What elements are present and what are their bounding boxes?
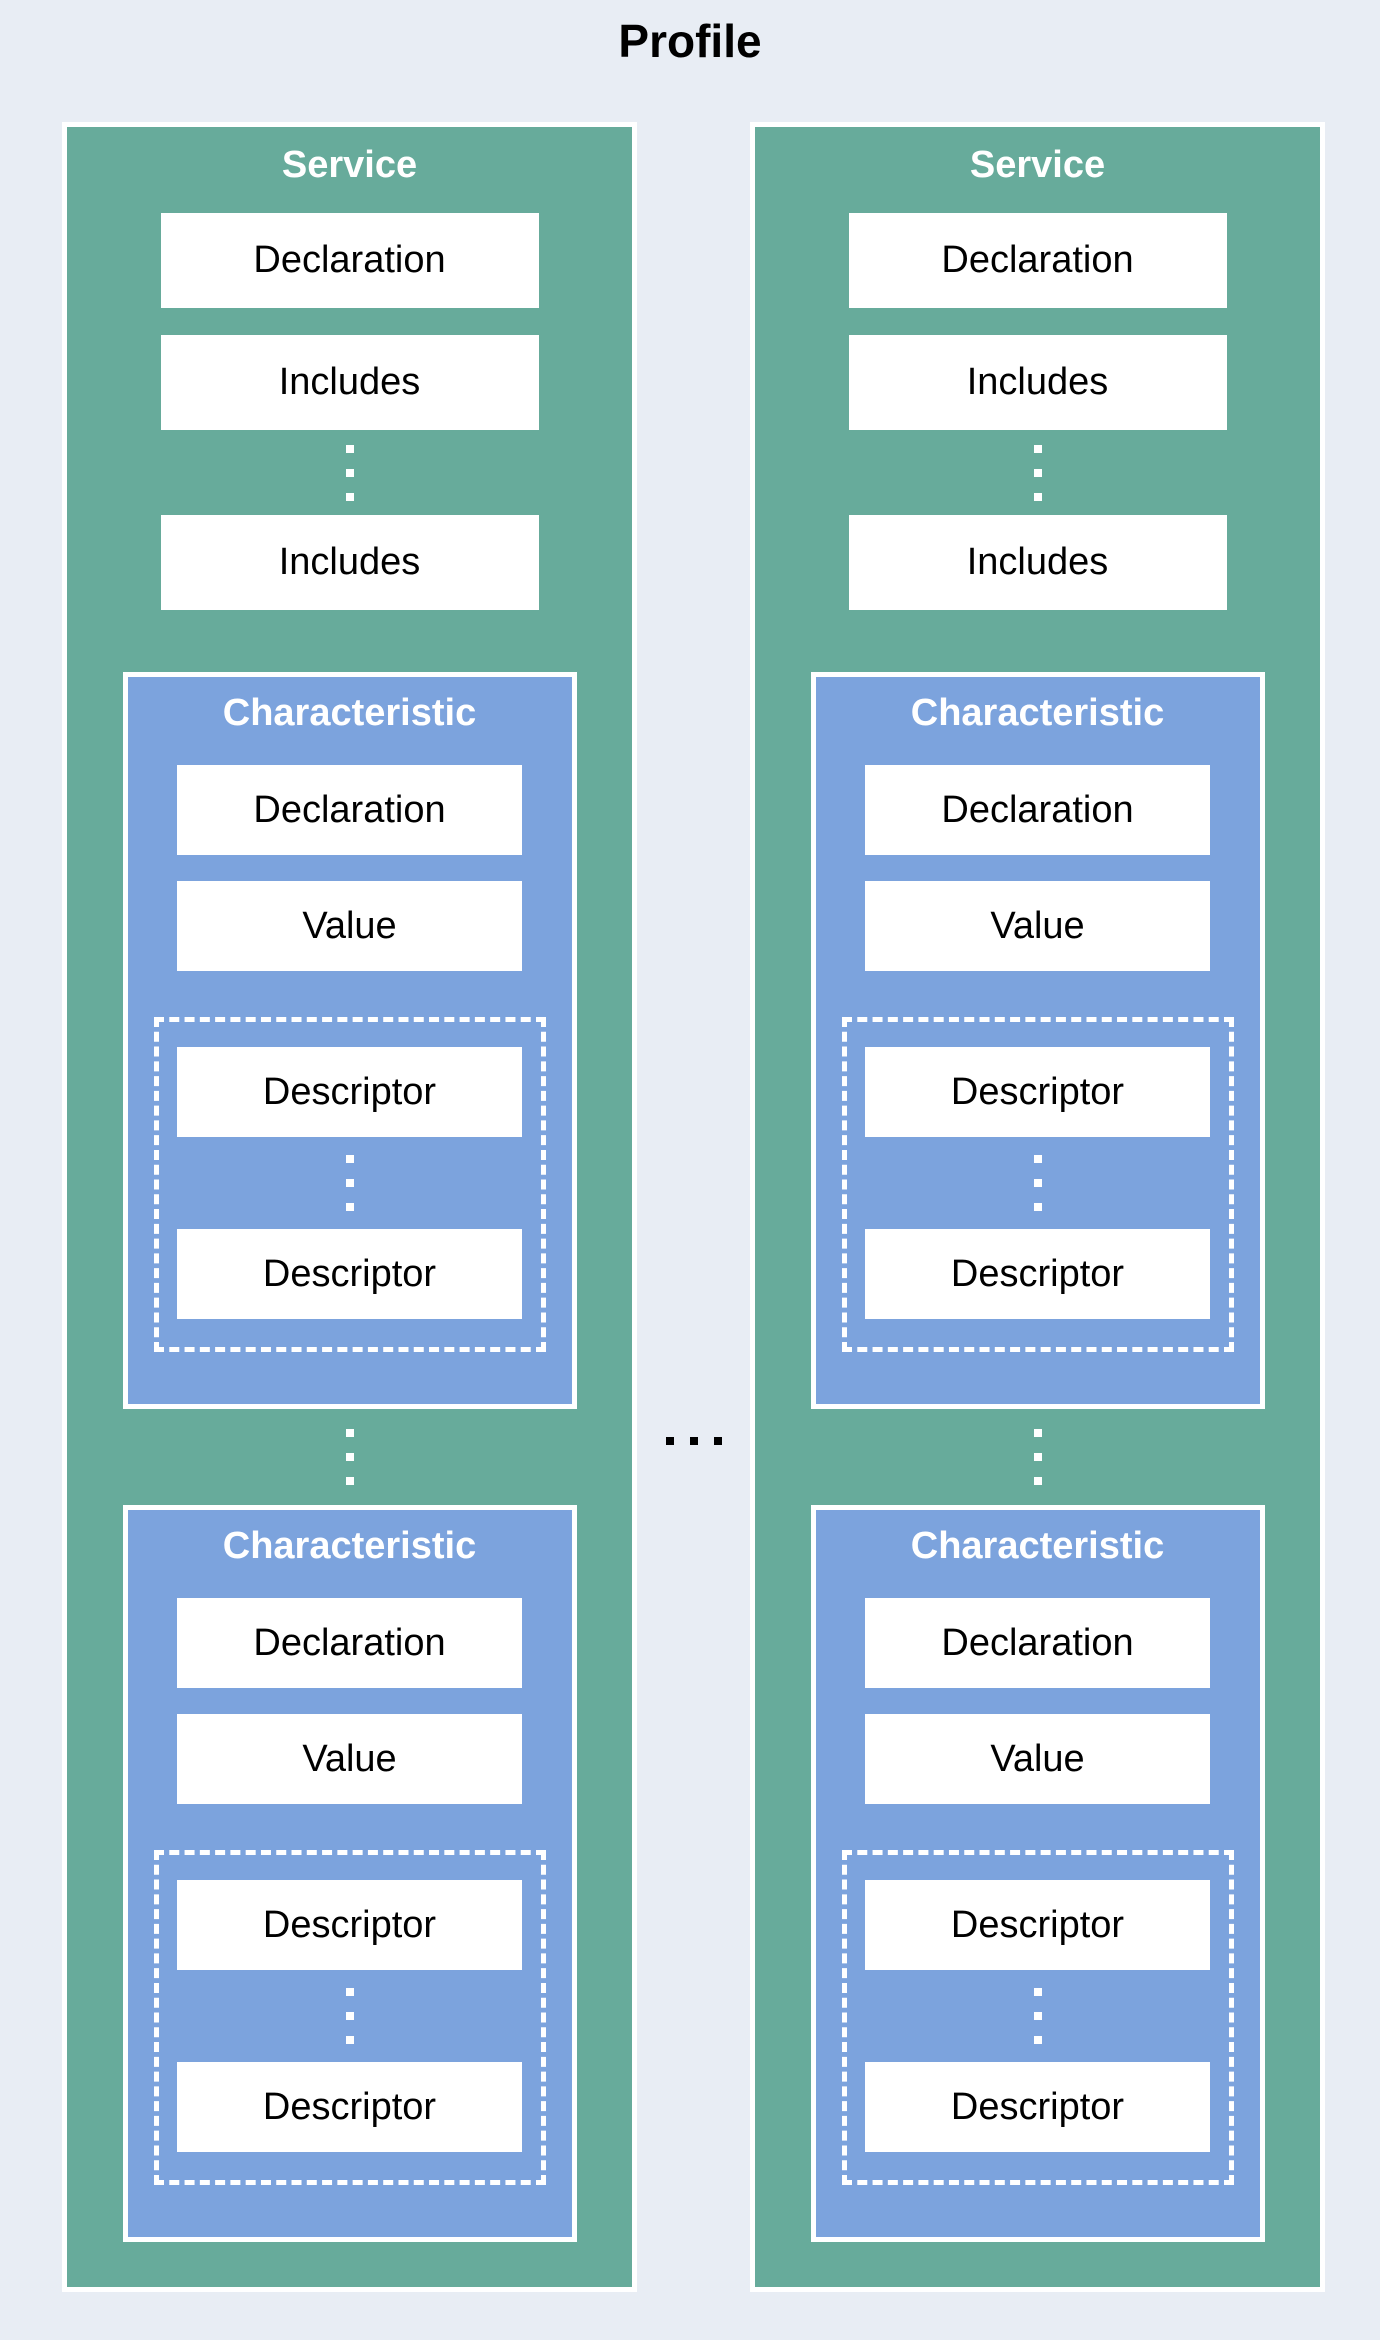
service-includes-box: Includes [160,335,539,430]
characteristic-declaration-box: Declaration [177,1598,522,1688]
ellipsis-dot [1033,1203,1042,1211]
descriptor-vertical-ellipsis-icon [1033,1970,1042,2062]
ellipsis-dot [1033,1429,1042,1437]
ellipsis-dot [1033,1477,1042,1485]
service-includes-box: Includes [848,515,1227,610]
descriptor-box: Descriptor [865,1047,1210,1137]
descriptor-vertical-ellipsis-icon [345,1137,354,1229]
descriptor-group: Descriptor Descriptor [153,1850,546,2185]
ellipsis-dot [1033,2036,1042,2044]
ellipsis-dot [345,1453,354,1461]
descriptor-box: Descriptor [177,1880,522,1970]
descriptor-box: Descriptor [865,1880,1210,1970]
descriptor-box: Descriptor [865,2062,1210,2152]
characteristic-vertical-ellipsis-icon [345,1409,354,1505]
characteristic-heading: Characteristic [222,1525,477,1567]
descriptor-box: Descriptor [865,1229,1210,1319]
ellipsis-dot [345,1988,354,1996]
characteristic-heading: Characteristic [910,1525,1165,1567]
characteristic-value-box: Value [865,1714,1210,1804]
characteristic-box: Characteristic Declaration Value Descrip… [810,672,1265,1409]
ellipsis-dot [1033,468,1042,477]
ellipsis-dot [345,1203,354,1211]
includes-vertical-ellipsis-icon [1033,430,1042,515]
service-includes-box: Includes [160,515,539,610]
characteristic-value-box: Value [177,1714,522,1804]
descriptor-box: Descriptor [177,1047,522,1137]
characteristic-box: Characteristic Declaration Value Descrip… [810,1505,1265,2242]
descriptor-vertical-ellipsis-icon [345,1970,354,2062]
descriptor-group: Descriptor Descriptor [841,1017,1234,1352]
characteristic-box: Characteristic Declaration Value Descrip… [122,672,577,1409]
ellipsis-dot [689,1437,698,1445]
ellipsis-dot [1033,1155,1042,1163]
characteristic-declaration-box: Declaration [177,765,522,855]
service-box: Service Declaration Includes Includes Ch… [62,122,637,2292]
includes-vertical-ellipsis-icon [345,430,354,515]
ellipsis-dot [345,1155,354,1163]
characteristic-heading: Characteristic [222,692,477,734]
ellipsis-dot [665,1437,674,1445]
ellipsis-dot [345,1429,354,1437]
service-box: Service Declaration Includes Includes Ch… [750,122,1325,2292]
descriptor-box: Descriptor [177,1229,522,1319]
characteristic-value-box: Value [865,881,1210,971]
page-title: Profile [618,15,762,67]
services-horizontal-ellipsis-icon [637,1437,750,1445]
service-declaration-box: Declaration [160,213,539,308]
descriptor-group: Descriptor Descriptor [153,1017,546,1352]
ellipsis-dot [345,492,354,501]
ellipsis-dot [1033,2012,1042,2020]
service-declaration-box: Declaration [848,213,1227,308]
descriptor-box: Descriptor [177,2062,522,2152]
ellipsis-dot [1033,444,1042,453]
descriptor-vertical-ellipsis-icon [1033,1137,1042,1229]
ellipsis-dot [345,1179,354,1187]
ellipsis-dot [345,1477,354,1485]
characteristic-vertical-ellipsis-icon [1033,1409,1042,1505]
descriptor-group: Descriptor Descriptor [841,1850,1234,2185]
characteristic-heading: Characteristic [910,692,1165,734]
characteristic-declaration-box: Declaration [865,765,1210,855]
service-includes-box: Includes [848,335,1227,430]
characteristic-box: Characteristic Declaration Value Descrip… [122,1505,577,2242]
ellipsis-dot [345,2012,354,2020]
service-heading: Service [281,144,418,186]
ellipsis-dot [345,444,354,453]
ellipsis-dot [345,468,354,477]
ellipsis-dot [1033,1179,1042,1187]
ellipsis-dot [1033,492,1042,501]
service-heading: Service [969,144,1106,186]
ellipsis-dot [1033,1453,1042,1461]
ellipsis-dot [1033,1988,1042,1996]
characteristic-value-box: Value [177,881,522,971]
ellipsis-dot [713,1437,722,1445]
ellipsis-dot [345,2036,354,2044]
characteristic-declaration-box: Declaration [865,1598,1210,1688]
